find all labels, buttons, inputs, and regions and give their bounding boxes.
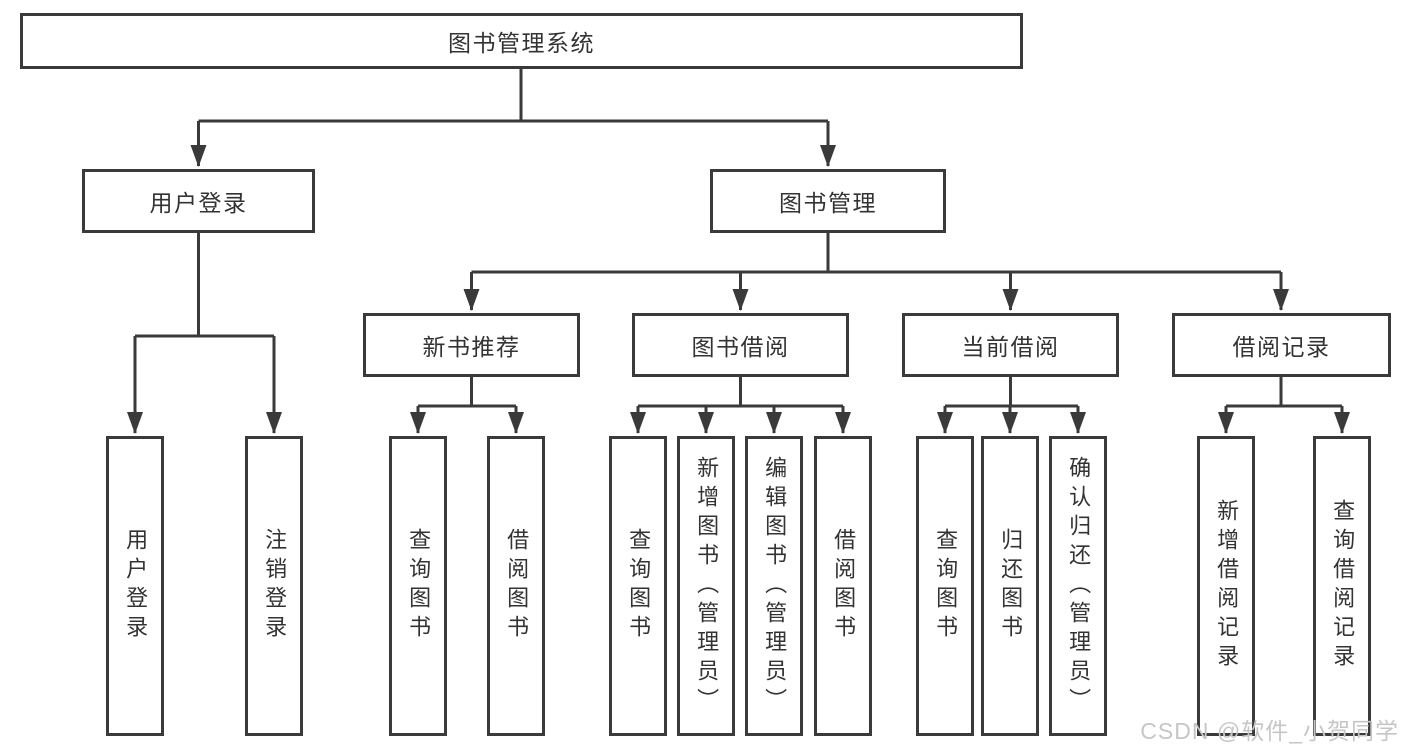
leaf-add-borrow-record: 新增借阅记录 (1197, 436, 1255, 736)
leaf-query-borrow-record-label: 查询借阅记录 (1330, 499, 1356, 673)
leaf-add-books-admin-label: 新增图书（管理员） (694, 455, 720, 717)
leaf-return-books-label: 归还图书 (998, 528, 1024, 644)
leaf-confirm-return-admin-label: 确认归还（管理员） (1066, 455, 1092, 717)
node-root: 图书管理系统 (20, 13, 1023, 69)
leaf-return-books: 归还图书 (981, 436, 1039, 736)
leaf-newbook-query-books: 查询图书 (389, 436, 447, 736)
leaf-newbook-borrow-books: 借阅图书 (487, 436, 545, 736)
node-new-book-recommend: 新书推荐 (363, 313, 580, 377)
leaf-user-login: 用户登录 (106, 436, 164, 736)
leaf-query-borrow-record: 查询借阅记录 (1313, 436, 1371, 736)
node-current-borrow: 当前借阅 (902, 313, 1119, 377)
leaf-newbook-borrow-books-label: 借阅图书 (504, 528, 530, 644)
node-new-book-recommend-label: 新书推荐 (422, 334, 521, 360)
csdn-watermark: CSDN @软件_小贺同学 (1140, 718, 1399, 744)
node-root-label: 图书管理系统 (448, 30, 595, 56)
leaf-borrow-query-books: 查询图书 (609, 436, 667, 736)
leaf-add-books-admin: 新增图书（管理员） (677, 436, 735, 736)
leaf-logout: 注销登录 (245, 436, 303, 736)
node-book-borrow-label: 图书借阅 (691, 334, 790, 360)
node-book-borrow: 图书借阅 (632, 313, 849, 377)
node-borrow-records-label: 借阅记录 (1232, 334, 1331, 360)
leaf-logout-label: 注销登录 (262, 528, 288, 644)
node-book-management-label: 图书管理 (779, 190, 877, 216)
node-book-management: 图书管理 (710, 169, 946, 233)
leaf-add-borrow-record-label: 新增借阅记录 (1214, 499, 1240, 673)
node-user-login: 用户登录 (82, 169, 315, 233)
leaf-current-query-books-label: 查询图书 (933, 528, 959, 644)
leaf-current-query-books: 查询图书 (916, 436, 974, 736)
node-user-login-label: 用户登录 (149, 190, 248, 216)
leaf-confirm-return-admin: 确认归还（管理员） (1049, 436, 1107, 736)
leaf-user-login-label: 用户登录 (123, 528, 149, 644)
node-current-borrow-label: 当前借阅 (961, 334, 1060, 360)
leaf-newbook-query-books-label: 查询图书 (406, 528, 432, 644)
leaf-borrow-query-books-label: 查询图书 (626, 528, 652, 644)
leaf-borrow-books-label: 借阅图书 (831, 528, 857, 644)
node-borrow-records: 借阅记录 (1172, 313, 1391, 377)
leaf-edit-books-admin-label: 编辑图书（管理员） (762, 455, 788, 717)
leaf-edit-books-admin: 编辑图书（管理员） (745, 436, 803, 736)
leaf-borrow-books: 借阅图书 (814, 436, 872, 736)
